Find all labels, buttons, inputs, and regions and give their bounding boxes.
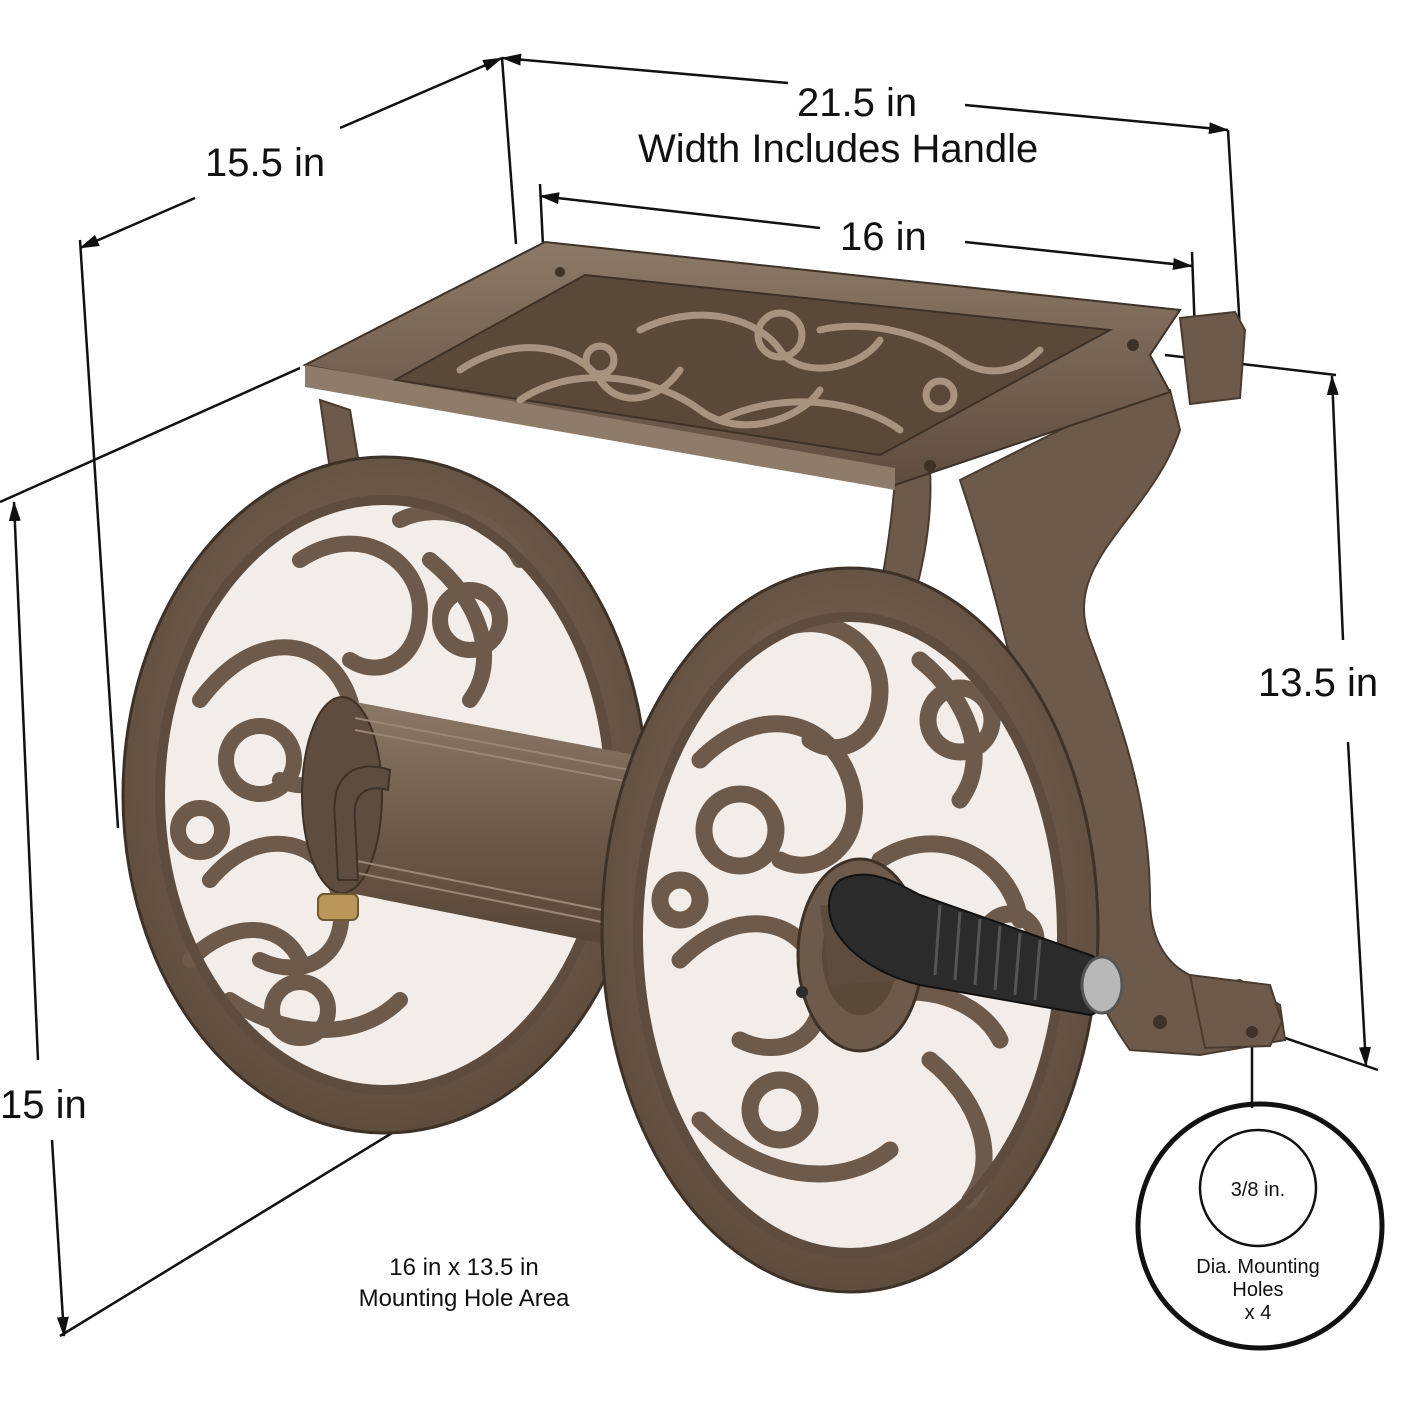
mounting-hole-size-circle xyxy=(1198,1128,1318,1248)
width-total-arrow-right xyxy=(964,103,1229,135)
depth-arrow-upper xyxy=(339,56,503,130)
tray-scrollwork xyxy=(456,309,1044,434)
brass-fitting xyxy=(317,893,359,921)
top-tray xyxy=(302,240,1258,1038)
width-total-ext-left xyxy=(500,57,518,245)
hub-bolt xyxy=(796,986,808,998)
dimension-lines xyxy=(0,53,1385,1351)
height-left-ext-top xyxy=(0,366,301,504)
tray-screws xyxy=(555,267,1258,1038)
mounting-hole-caption-line3: x 4 xyxy=(1244,1302,1272,1324)
width-total-ext-right xyxy=(1226,129,1242,331)
crank-handle-group xyxy=(796,873,1124,1017)
mounting-area-line2: Mounting Hole Area xyxy=(358,1285,570,1313)
width-total-arrow-left xyxy=(501,53,789,85)
height-left-arrow-bottom xyxy=(50,1139,69,1337)
inlet-pipe xyxy=(333,765,392,881)
mounting-hole-size-label: 3/8 in. xyxy=(1230,1179,1286,1201)
dimension-width-note: Width Includes Handle xyxy=(638,127,1039,171)
height-right-arrow-top xyxy=(1326,375,1345,641)
width-top-arrow-right xyxy=(964,240,1193,270)
mount-plate-right xyxy=(1178,310,1247,406)
width-top-ext-left xyxy=(538,183,545,247)
mounting-hole-caption-line1: Dia. Mounting xyxy=(1196,1256,1320,1278)
mounting-hole-caption-line2: Holes xyxy=(1232,1279,1284,1301)
depth-arrow-lower xyxy=(79,196,196,250)
dimension-height-left: 15 in xyxy=(0,1083,87,1127)
width-top-arrow-left xyxy=(539,192,821,230)
mounting-area-label: 16 in x 13.5 in Mounting Hole Area xyxy=(318,1252,610,1314)
mounting-area-line1: 16 in x 13.5 in xyxy=(389,1254,539,1281)
height-left-ext-bottom xyxy=(59,1120,411,1338)
tray-front-rim xyxy=(305,365,895,490)
dimension-depth: 15.5 in xyxy=(205,141,326,185)
height-right-arrow-bottom xyxy=(1346,741,1371,1067)
dimension-top-width: 16 in xyxy=(840,215,927,259)
mounting-hole-caption: Dia. Mounting Holes x 4 xyxy=(1170,1256,1346,1325)
height-left-arrow-top xyxy=(8,501,40,1061)
dimension-height-right: 13.5 in xyxy=(1258,661,1379,705)
handle-cap xyxy=(1080,955,1124,1015)
mount-foot-right xyxy=(1188,973,1284,1050)
mounting-hole-callout-circle xyxy=(1135,1101,1385,1351)
depth-ext-left xyxy=(78,239,120,829)
dimension-width-total: 21.5 in xyxy=(797,81,918,125)
